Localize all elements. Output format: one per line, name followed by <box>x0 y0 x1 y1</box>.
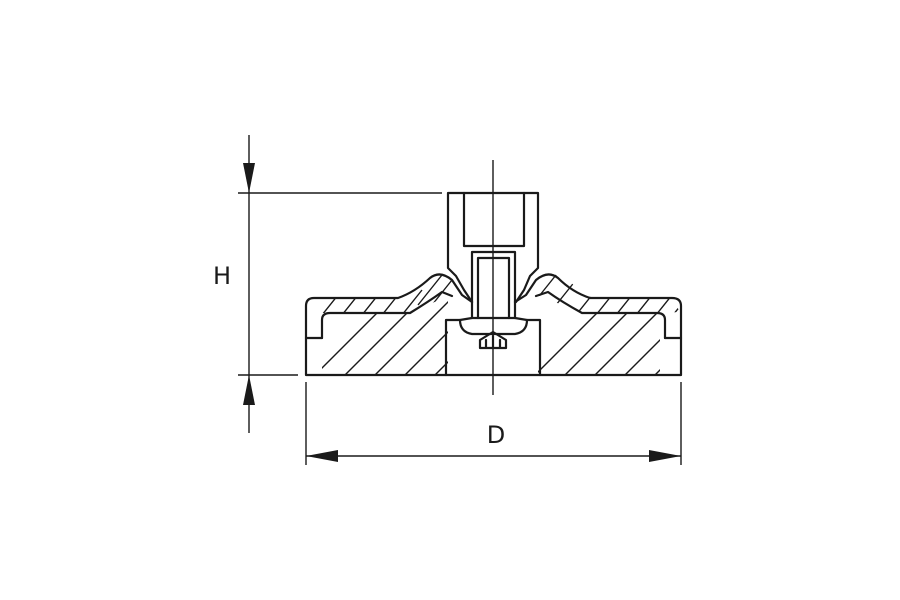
threaded-socket <box>446 191 540 304</box>
height-dimension: H <box>213 135 442 433</box>
height-arrow-top <box>243 163 255 193</box>
base-body <box>304 273 683 377</box>
diameter-dimension: D <box>305 382 682 465</box>
bore-outline <box>444 318 542 377</box>
diameter-label: D <box>487 421 505 449</box>
base-outer-profile <box>304 273 683 377</box>
central-bore <box>444 318 542 377</box>
base-inner-profile-left <box>320 290 454 340</box>
base-inner-profile-right <box>534 290 667 340</box>
height-arrow-bottom <box>243 375 255 405</box>
socket-bore <box>462 191 526 248</box>
diameter-arrow-left <box>306 450 338 462</box>
screw-hex-socket <box>478 330 508 350</box>
screw-head <box>458 316 529 336</box>
height-label: H <box>213 262 231 290</box>
diameter-arrow-right <box>649 450 681 462</box>
